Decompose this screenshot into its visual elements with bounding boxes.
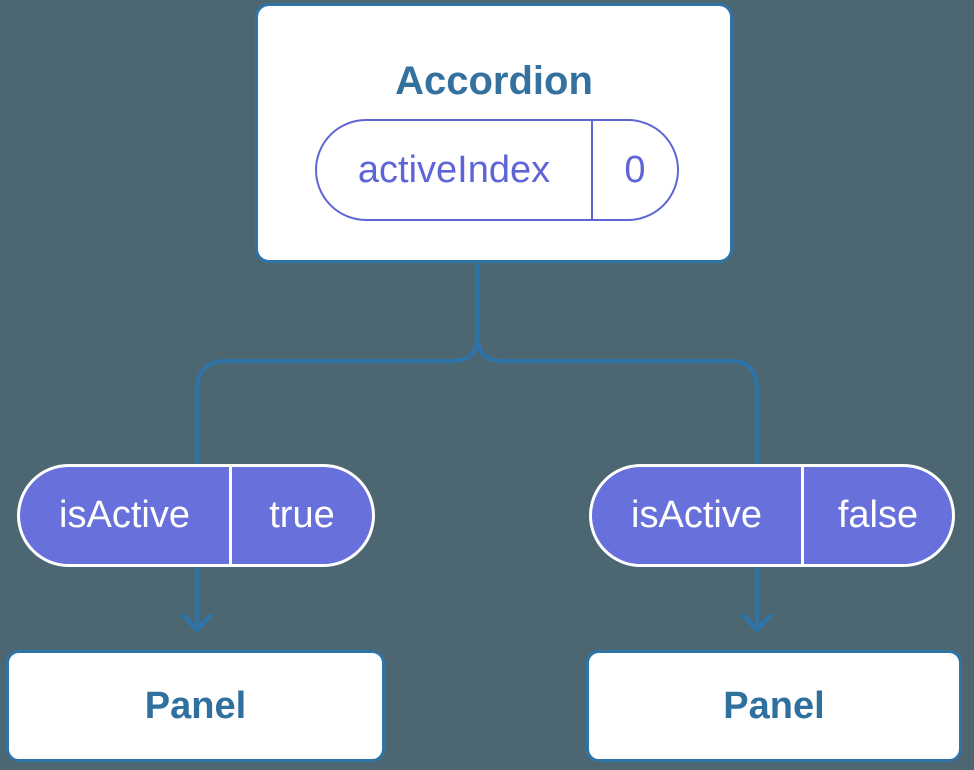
arrowhead-down-left-icon xyxy=(181,613,213,633)
state-pill: activeIndex 0 xyxy=(315,119,679,221)
prop-pill-right-value: false xyxy=(837,494,919,536)
prop-pill-right: isActive false xyxy=(589,464,955,567)
connector-right-branch xyxy=(475,264,760,629)
prop-pill-left: isActive true xyxy=(17,464,375,567)
prop-pill-left-value: true xyxy=(269,494,335,536)
panel-title: Panel xyxy=(723,684,825,727)
accordion-title: Accordion xyxy=(395,59,593,103)
accordion-card: Accordion activeIndex 0 xyxy=(255,3,733,263)
panel-box-left: Panel xyxy=(6,650,385,762)
state-pill-label: activeIndex xyxy=(317,121,593,219)
prop-pill-left-label: isActive xyxy=(20,467,232,564)
prop-pill-right-label: isActive xyxy=(592,467,804,564)
state-pill-value: 0 xyxy=(624,148,646,191)
connector-left-branch xyxy=(194,264,480,629)
panel-box-right: Panel xyxy=(586,650,962,762)
arrowhead-down-right-icon xyxy=(741,613,773,633)
panel-title: Panel xyxy=(144,684,247,727)
